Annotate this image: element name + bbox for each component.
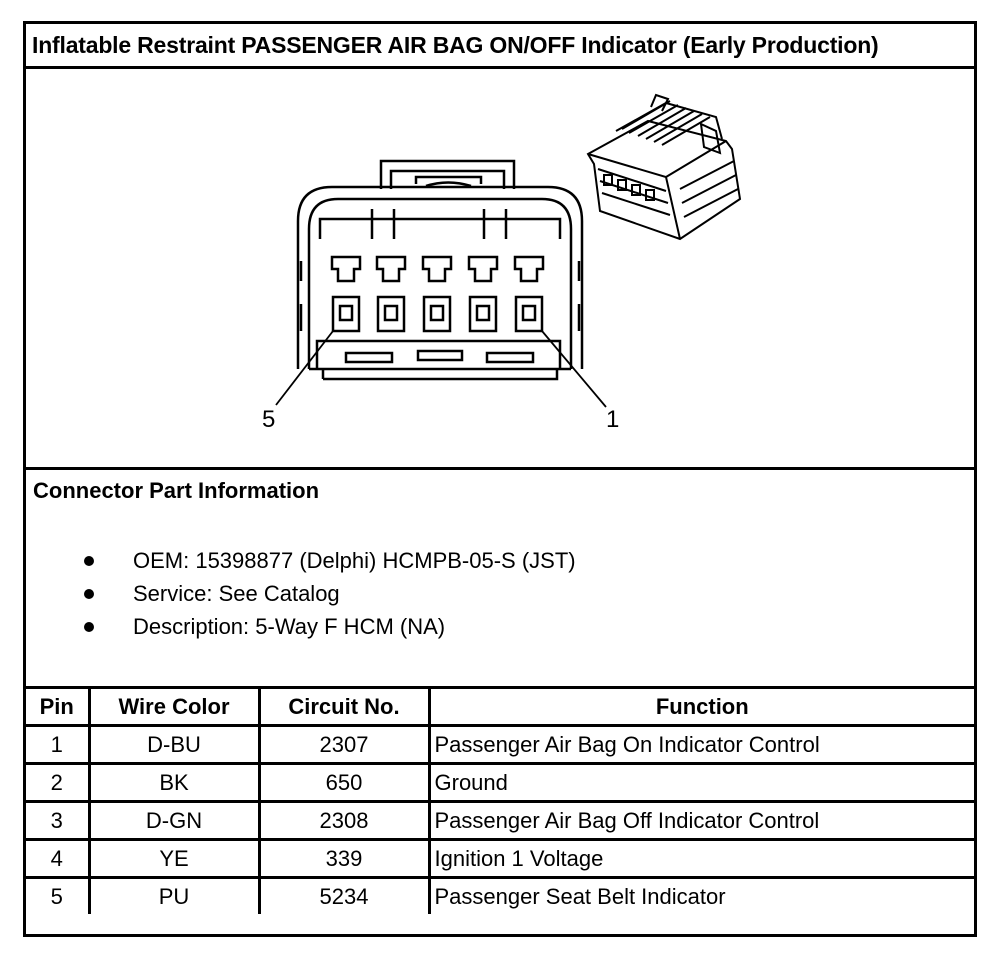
terminal-cavities [331, 295, 544, 333]
cell-pin: 4 [26, 838, 91, 879]
cell-pin: 1 [26, 724, 91, 765]
cell-circuit-no: 2307 [257, 724, 431, 765]
cell-circuit-no: 650 [257, 762, 431, 803]
table-row: 4 YE 339 Ignition 1 Voltage [26, 838, 974, 879]
bullet-icon [84, 589, 94, 599]
cell-wire-color: YE [87, 838, 261, 879]
info-oem: OEM: 15398877 (Delphi) HCMPB-05-S (JST) [133, 548, 576, 573]
connector-diagram: 5 1 [26, 69, 974, 470]
cell-function: Passenger Seat Belt Indicator [427, 876, 974, 914]
document-frame: Inflatable Restraint PASSENGER AIR BAG O… [23, 21, 977, 937]
list-item: OEM: 15398877 (Delphi) HCMPB-05-S (JST) [26, 544, 576, 577]
connector-info-list: OEM: 15398877 (Delphi) HCMPB-05-S (JST) … [26, 544, 576, 643]
cell-pin: 3 [26, 800, 91, 841]
cell-circuit-no: 5234 [257, 876, 431, 914]
connector-info-heading: Connector Part Information [33, 478, 320, 503]
terminal-latches [330, 255, 545, 283]
header-pin: Pin [26, 689, 91, 727]
connector-3d-view [586, 93, 742, 241]
cell-function: Ground [427, 762, 974, 803]
title-row: Inflatable Restraint PASSENGER AIR BAG O… [26, 24, 974, 69]
table-row: 1 D-BU 2307 Passenger Air Bag On Indicat… [26, 724, 974, 765]
cell-pin: 5 [26, 876, 91, 914]
bullet-icon [84, 622, 94, 632]
connector-face-view [275, 159, 607, 408]
list-item: Service: See Catalog [26, 577, 576, 610]
connector-diagram-svg: 5 1 [262, 93, 742, 433]
cell-wire-color: PU [87, 876, 261, 914]
cell-circuit-no: 339 [257, 838, 431, 879]
cell-function: Ignition 1 Voltage [427, 838, 974, 879]
connector-info-section: Connector Part Information OEM: 15398877… [26, 470, 974, 689]
table-row: 2 BK 650 Ground [26, 762, 974, 803]
cell-function: Passenger Air Bag Off Indicator Control [427, 800, 974, 841]
info-description: Description: 5-Way F HCM (NA) [133, 614, 446, 639]
table-row: 3 D-GN 2308 Passenger Air Bag Off Indica… [26, 800, 974, 841]
cell-function: Passenger Air Bag On Indicator Control [427, 724, 974, 765]
list-item: Description: 5-Way F HCM (NA) [26, 610, 576, 643]
cell-pin: 2 [26, 762, 91, 803]
header-circuit-no: Circuit No. [257, 689, 431, 727]
header-wire-color: Wire Color [87, 689, 261, 727]
cell-wire-color: D-BU [87, 724, 261, 765]
page-title: Inflatable Restraint PASSENGER AIR BAG O… [32, 31, 879, 58]
cell-wire-color: D-GN [87, 800, 261, 841]
cell-circuit-no: 2308 [257, 800, 431, 841]
table-row: 5 PU 5234 Passenger Seat Belt Indicator [26, 876, 974, 914]
table-header-row: Pin Wire Color Circuit No. Function [26, 689, 974, 727]
header-function: Function [427, 689, 974, 727]
cell-wire-color: BK [87, 762, 261, 803]
pin-table: Pin Wire Color Circuit No. Function 1 D-… [26, 689, 974, 914]
bullet-icon [84, 556, 94, 566]
info-service: Service: See Catalog [133, 581, 340, 606]
pin-label-1: 1 [606, 406, 619, 433]
pin-label-5: 5 [262, 406, 275, 433]
